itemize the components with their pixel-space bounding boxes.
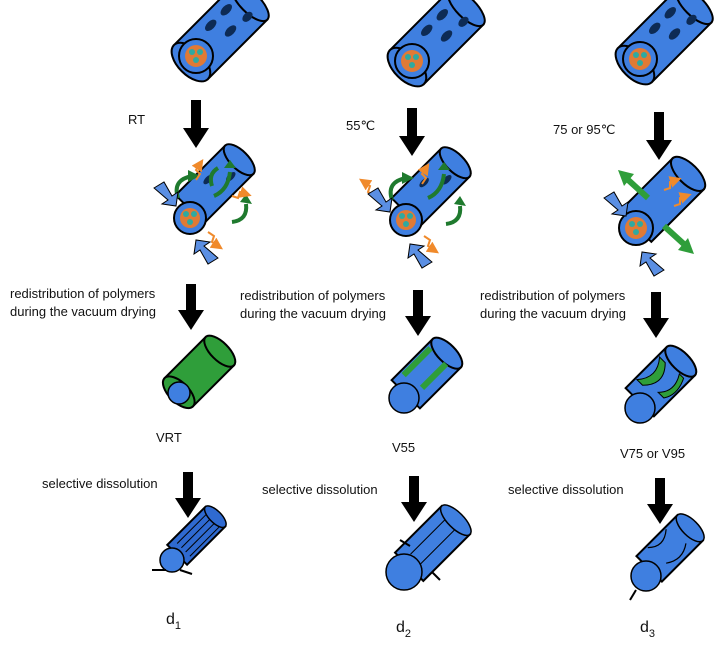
sample-label-3: V75 or V95 xyxy=(620,446,685,461)
sample-label-1: VRT xyxy=(156,430,182,445)
result-label-2: d2 xyxy=(396,619,411,640)
green-flow-heads-1 xyxy=(188,160,252,204)
fibril-2b xyxy=(431,571,441,581)
step1-label-2: redistribution of polymers xyxy=(240,288,386,303)
fibril-2a xyxy=(399,539,411,547)
fiber-cross-section-4 xyxy=(389,203,423,237)
step2-label-1: during the vacuum drying xyxy=(10,304,156,319)
down-arrow-2b xyxy=(405,290,431,336)
fiber-cross-section-5 xyxy=(622,41,658,77)
condition-label-3: 75 or 95℃ xyxy=(553,122,615,137)
down-arrow-1b xyxy=(178,284,204,330)
step2-label-3: during the vacuum drying xyxy=(480,306,626,321)
shell-core-3 xyxy=(624,392,656,424)
shell-fiber-1 xyxy=(161,334,237,410)
blue-pressure-arrows-1 xyxy=(153,181,219,265)
initial-fiber-1 xyxy=(170,0,270,83)
heat-arrows-1 xyxy=(191,159,252,250)
down-arrow-2a xyxy=(399,108,425,156)
green-flow-arrows-3 xyxy=(618,170,694,254)
fiber-cross-section-6 xyxy=(618,210,654,246)
down-arrow-1a xyxy=(183,100,209,148)
step1-label-1: redistribution of polymers xyxy=(10,286,156,301)
blue-pressure-arrows-3 xyxy=(603,191,665,277)
fiber-cross-section-1 xyxy=(178,38,214,74)
initial-fiber-2 xyxy=(386,0,486,88)
down-arrow-3b xyxy=(643,292,669,338)
condition-label-2: 55℃ xyxy=(346,118,375,133)
result-label-3: d3 xyxy=(640,619,655,640)
shell-core-1 xyxy=(167,381,191,405)
porous-core-2 xyxy=(385,553,423,591)
fibril-1b xyxy=(179,569,193,575)
down-arrow-3a xyxy=(646,112,672,160)
down-arrow-3c xyxy=(647,478,673,524)
green-flow-heads-2 xyxy=(402,162,466,206)
condition-label-1: RT xyxy=(128,112,145,127)
column-3: 75 or 95℃ redis xyxy=(480,0,714,640)
heat-arrows-3 xyxy=(663,176,692,207)
blue-pressure-arrows-2 xyxy=(367,187,433,269)
porous-core-1 xyxy=(159,547,185,573)
column-1: RT xyxy=(10,0,270,632)
fibril-3a xyxy=(629,589,637,601)
step3-label-1: selective dissolution xyxy=(42,476,158,491)
down-arrow-1c xyxy=(175,472,201,518)
fiber-cross-section-2 xyxy=(173,201,207,235)
step3-label-2: selective dissolution xyxy=(262,482,378,497)
column-2: 55℃ xyxy=(240,0,486,640)
initial-fiber-3 xyxy=(614,0,714,86)
sample-label-2: V55 xyxy=(392,440,415,455)
fiber-cross-section-3 xyxy=(394,43,430,79)
step3-label-3: selective dissolution xyxy=(508,482,624,497)
step2-label-2: during the vacuum drying xyxy=(240,306,386,321)
result-label-1: d1 xyxy=(166,611,181,632)
down-arrow-2c xyxy=(401,476,427,522)
porous-core-3 xyxy=(630,560,662,592)
shell-core-2 xyxy=(388,382,420,414)
step1-label-3: redistribution of polymers xyxy=(480,288,626,303)
